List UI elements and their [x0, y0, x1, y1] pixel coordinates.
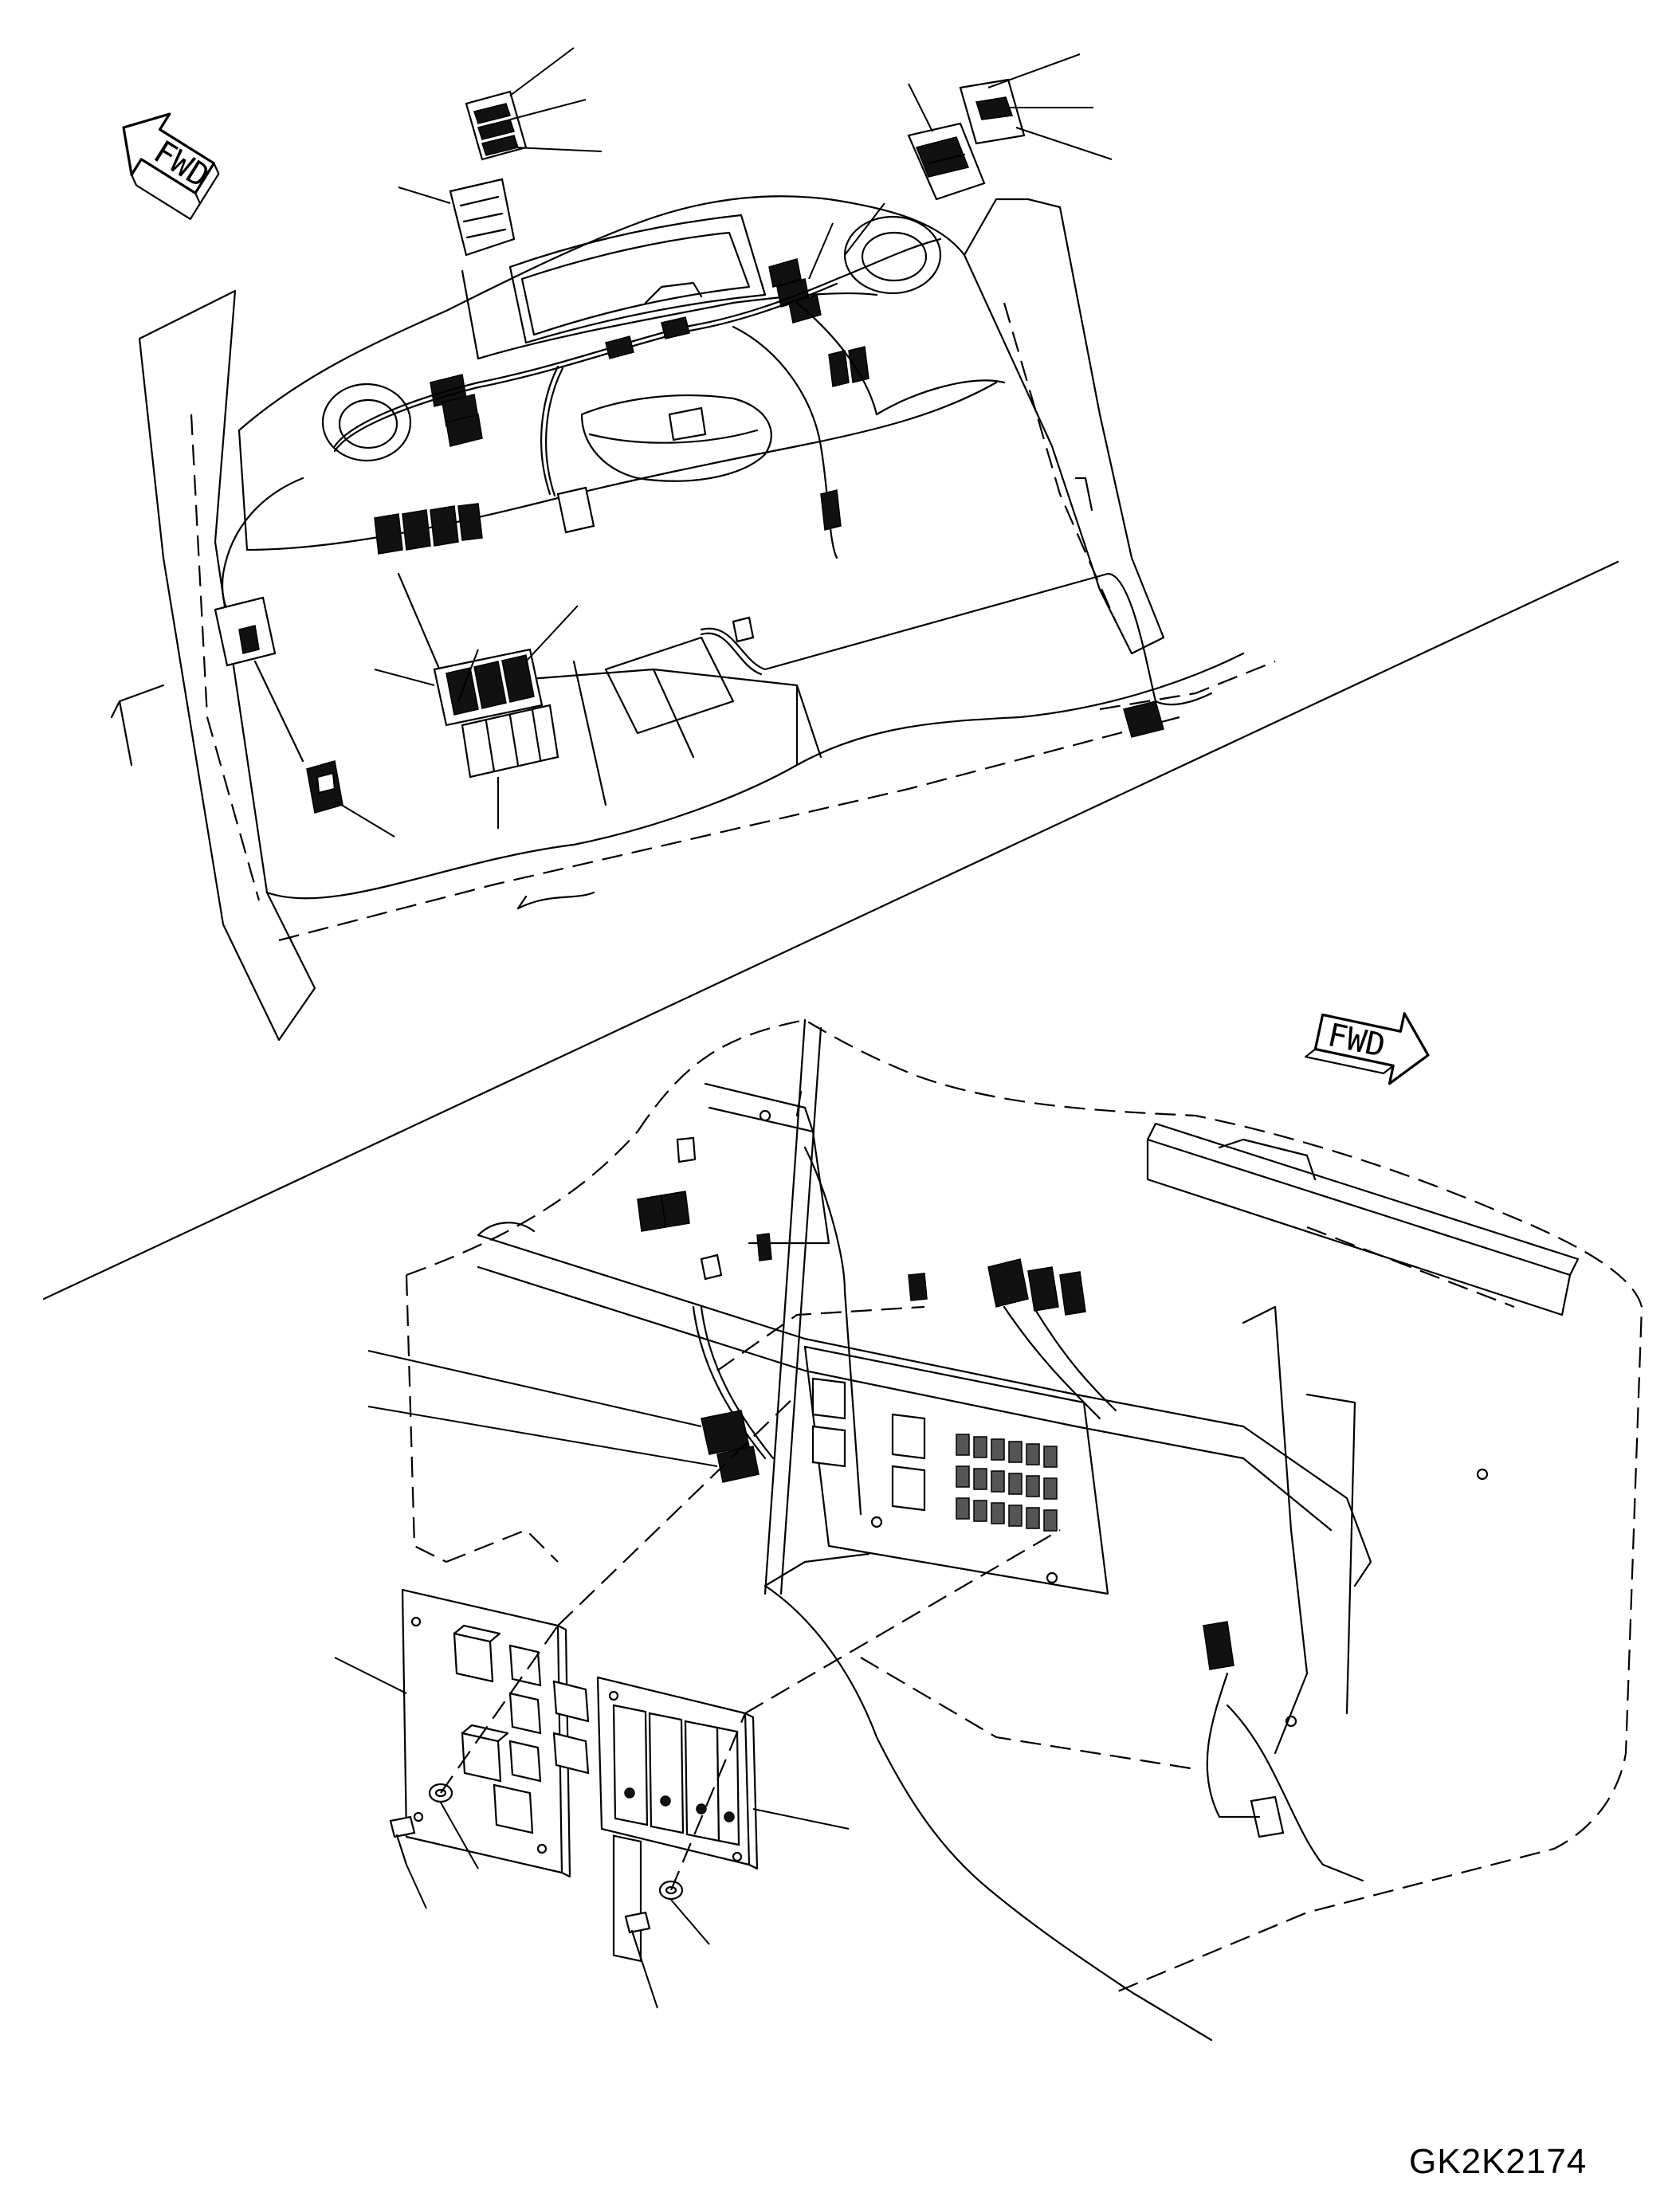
bolt-washer-right: [624, 1880, 684, 1962]
relay-board: [401, 1588, 590, 1878]
connectors-lower-top: [637, 1136, 1117, 1420]
fwd-arrow-icon: FWD: [1305, 1012, 1430, 1085]
leader-lines-lower: [334, 1350, 850, 2009]
view-separator: [42, 560, 1619, 1301]
side-panel-right: [1242, 1305, 1356, 1755]
lower-view: FWD: [334, 1012, 1643, 2042]
floor-harness: [700, 572, 1213, 706]
cab-floor: [265, 652, 1245, 900]
wire-harness-upper: [221, 237, 1006, 631]
vertical-harness: [692, 1018, 862, 1595]
switch-pack-mid-left: [449, 178, 516, 257]
upper-view: FWD: [110, 47, 1276, 1042]
mounting-bracket: [704, 1082, 830, 1245]
fwd-label-upper: FWD: [147, 134, 216, 195]
leader-lines-upper: [334, 47, 1113, 838]
connector-group-right: [768, 258, 869, 387]
bolt-washer-left: [389, 1783, 453, 1866]
relay-module-pillar: [214, 596, 343, 814]
dashboard: [237, 195, 1165, 806]
fwd-arrow-icon: FWD: [122, 112, 220, 220]
switch-small-far-right: [959, 78, 1026, 145]
install-paths: [440, 1394, 1061, 1891]
fuse-block-installed: [701, 1345, 1489, 1838]
fwd-label-lower: FWD: [1325, 1017, 1388, 1065]
cab-pillar-left: [110, 289, 316, 1042]
dash-panel-edge: [477, 1122, 1580, 1587]
connector-group-left: [374, 374, 483, 555]
switch-pack-top-right: [907, 122, 986, 201]
relay-box-floor: [433, 648, 559, 779]
drawing-code: GK2K2174: [1409, 2142, 1588, 2181]
cab-outline-lower: [637, 1018, 1643, 1994]
fuse-board: [596, 1676, 759, 1963]
switch-pack-top-left: [465, 90, 528, 161]
floor-sweep-lower: [763, 1584, 1213, 2042]
